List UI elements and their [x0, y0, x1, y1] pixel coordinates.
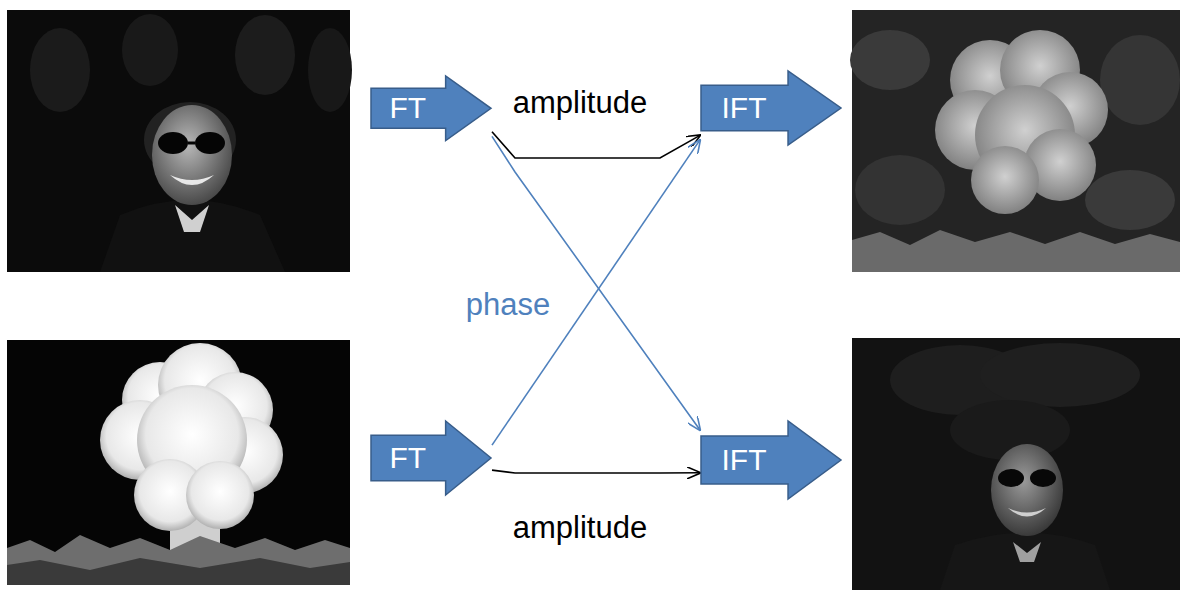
- mixed-photo-cloud-part: [1085, 170, 1175, 230]
- explosion-photo-part: [186, 461, 254, 529]
- block-arrow-shape: [370, 75, 492, 142]
- mixed-photo-cloud-part: [971, 146, 1039, 214]
- arrow-label: IFT: [722, 93, 767, 123]
- block-arrow-shape: [700, 420, 842, 500]
- mixed-photo-cloud-part: [850, 30, 930, 90]
- arrow-label: FT: [389, 93, 426, 123]
- mixed-photo-face-part: [1030, 469, 1056, 487]
- face-photo-part: [175, 205, 209, 232]
- block-arrow: FT: [370, 420, 492, 496]
- arrow-label: IFT: [722, 445, 767, 475]
- mixed-photo-face-part: [940, 533, 1110, 591]
- face-photo: [7, 10, 352, 272]
- edge-label: amplitude: [511, 86, 649, 120]
- mixed-photo-cloud-part: [855, 155, 945, 225]
- mixed-photo-face-part: [998, 469, 1024, 487]
- mixed-photo-face-part: [1008, 508, 1046, 517]
- block-arrow-outline: [371, 76, 491, 141]
- face-photo-part: [308, 28, 352, 112]
- block-arrow-shape: [370, 420, 492, 496]
- face-photo-part: [170, 175, 214, 185]
- explosion-photo-part: [7, 558, 350, 585]
- mixed-photo-face-part: [991, 444, 1063, 536]
- mixed-photo-face-part: [1013, 542, 1041, 562]
- face-photo-part: [188, 142, 195, 145]
- explosion-photo-part: [7, 340, 350, 585]
- mixed-photo-cloud: [850, 10, 1180, 272]
- connector-arrow: [492, 470, 700, 473]
- mixed-photo-cloud-part: [1100, 35, 1180, 125]
- face-photo-part: [7, 10, 350, 272]
- face-photo-part: [100, 200, 285, 272]
- mixed-photo-face: [852, 338, 1180, 590]
- connector-arrow: [492, 132, 700, 158]
- face-photo-part: [195, 132, 225, 154]
- mixed-photo-face-part: [852, 338, 1180, 590]
- explosion-photo: [7, 340, 350, 585]
- block-arrow: IFT: [700, 420, 842, 500]
- face-photo-part: [30, 28, 90, 112]
- face-photo-part: [152, 105, 232, 205]
- block-arrow-shape: [700, 70, 842, 146]
- face-photo-part: [235, 15, 295, 95]
- explosion-photo-part: [7, 535, 350, 585]
- connector-arrow: [492, 136, 700, 430]
- block-arrow-outline: [371, 421, 491, 495]
- block-arrow: IFT: [700, 70, 842, 146]
- face-photo-part: [122, 14, 178, 86]
- block-arrow-outline: [701, 421, 841, 499]
- mixed-photo-cloud-part: [852, 230, 1180, 272]
- block-arrow-outline: [701, 71, 841, 145]
- edge-label: amplitude: [511, 511, 649, 545]
- mixed-photo-face-part: [980, 343, 1140, 407]
- block-arrow: FT: [370, 75, 492, 142]
- arrow-label: FT: [389, 443, 426, 473]
- face-photo-part: [158, 132, 188, 154]
- edge-label: phase: [464, 288, 552, 322]
